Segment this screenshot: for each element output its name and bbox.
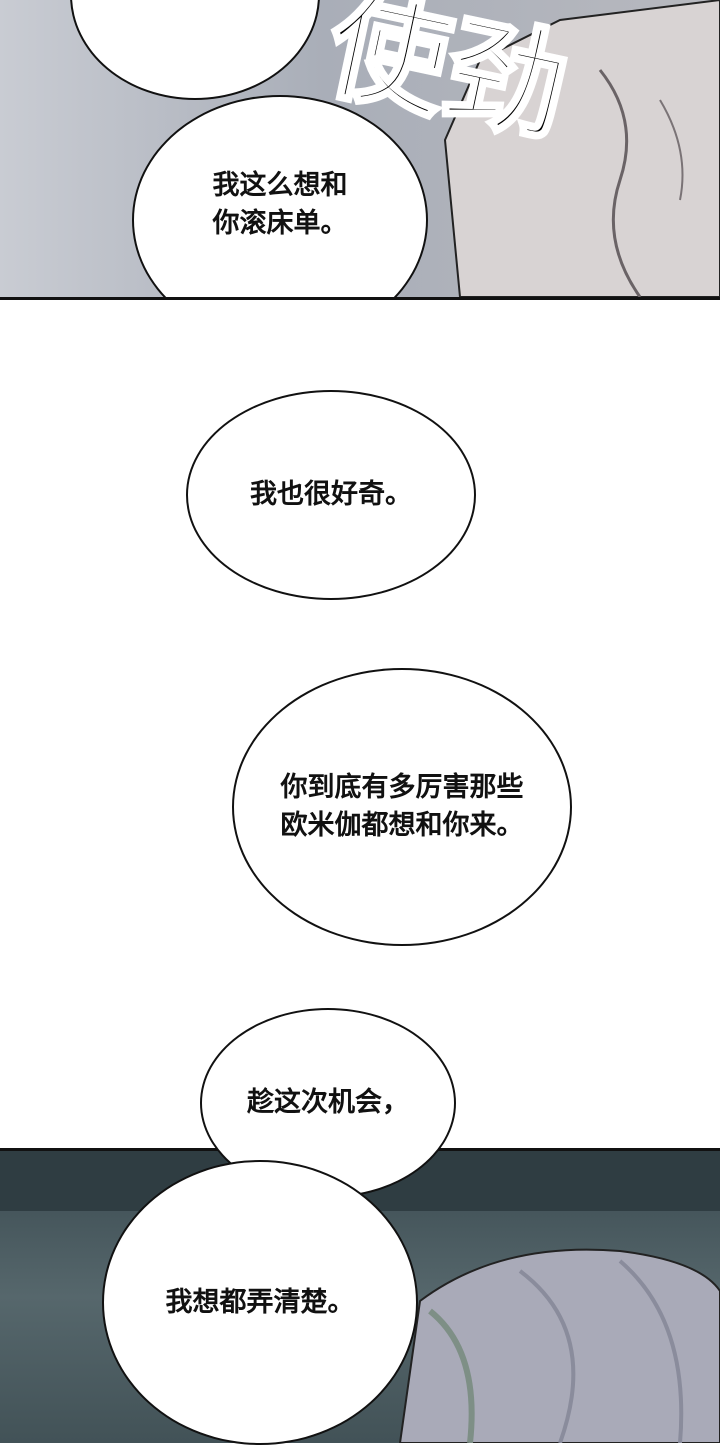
bubble-text: 我想都弄清楚。 [165,1286,355,1318]
speech-bubble-4: 我想都弄清楚。 [102,1160,418,1445]
bubble-text-line: 你到底有多厉害那些 [280,772,524,803]
bubble-text-line: 欧米伽都想和你来。 [280,810,524,841]
bubble-text: 我没想到… [128,0,263,8]
character-face-art [443,0,720,297]
bubble-text-line: 你滚床单。 [212,208,348,239]
bubble-text: 我也很好奇。 [250,479,412,510]
comic-panel-top: 使劲 我没想到… 我这么想和 你滚床单。 [0,0,720,300]
bubble-text: 趁这次机会， [247,1087,409,1118]
speech-bubble-1: 我也很好奇。 [186,390,476,600]
speech-bubble-2: 你到底有多厉害那些 欧米伽都想和你来。 [232,668,572,946]
bubble-text-line: 我这么想和 [212,170,348,201]
